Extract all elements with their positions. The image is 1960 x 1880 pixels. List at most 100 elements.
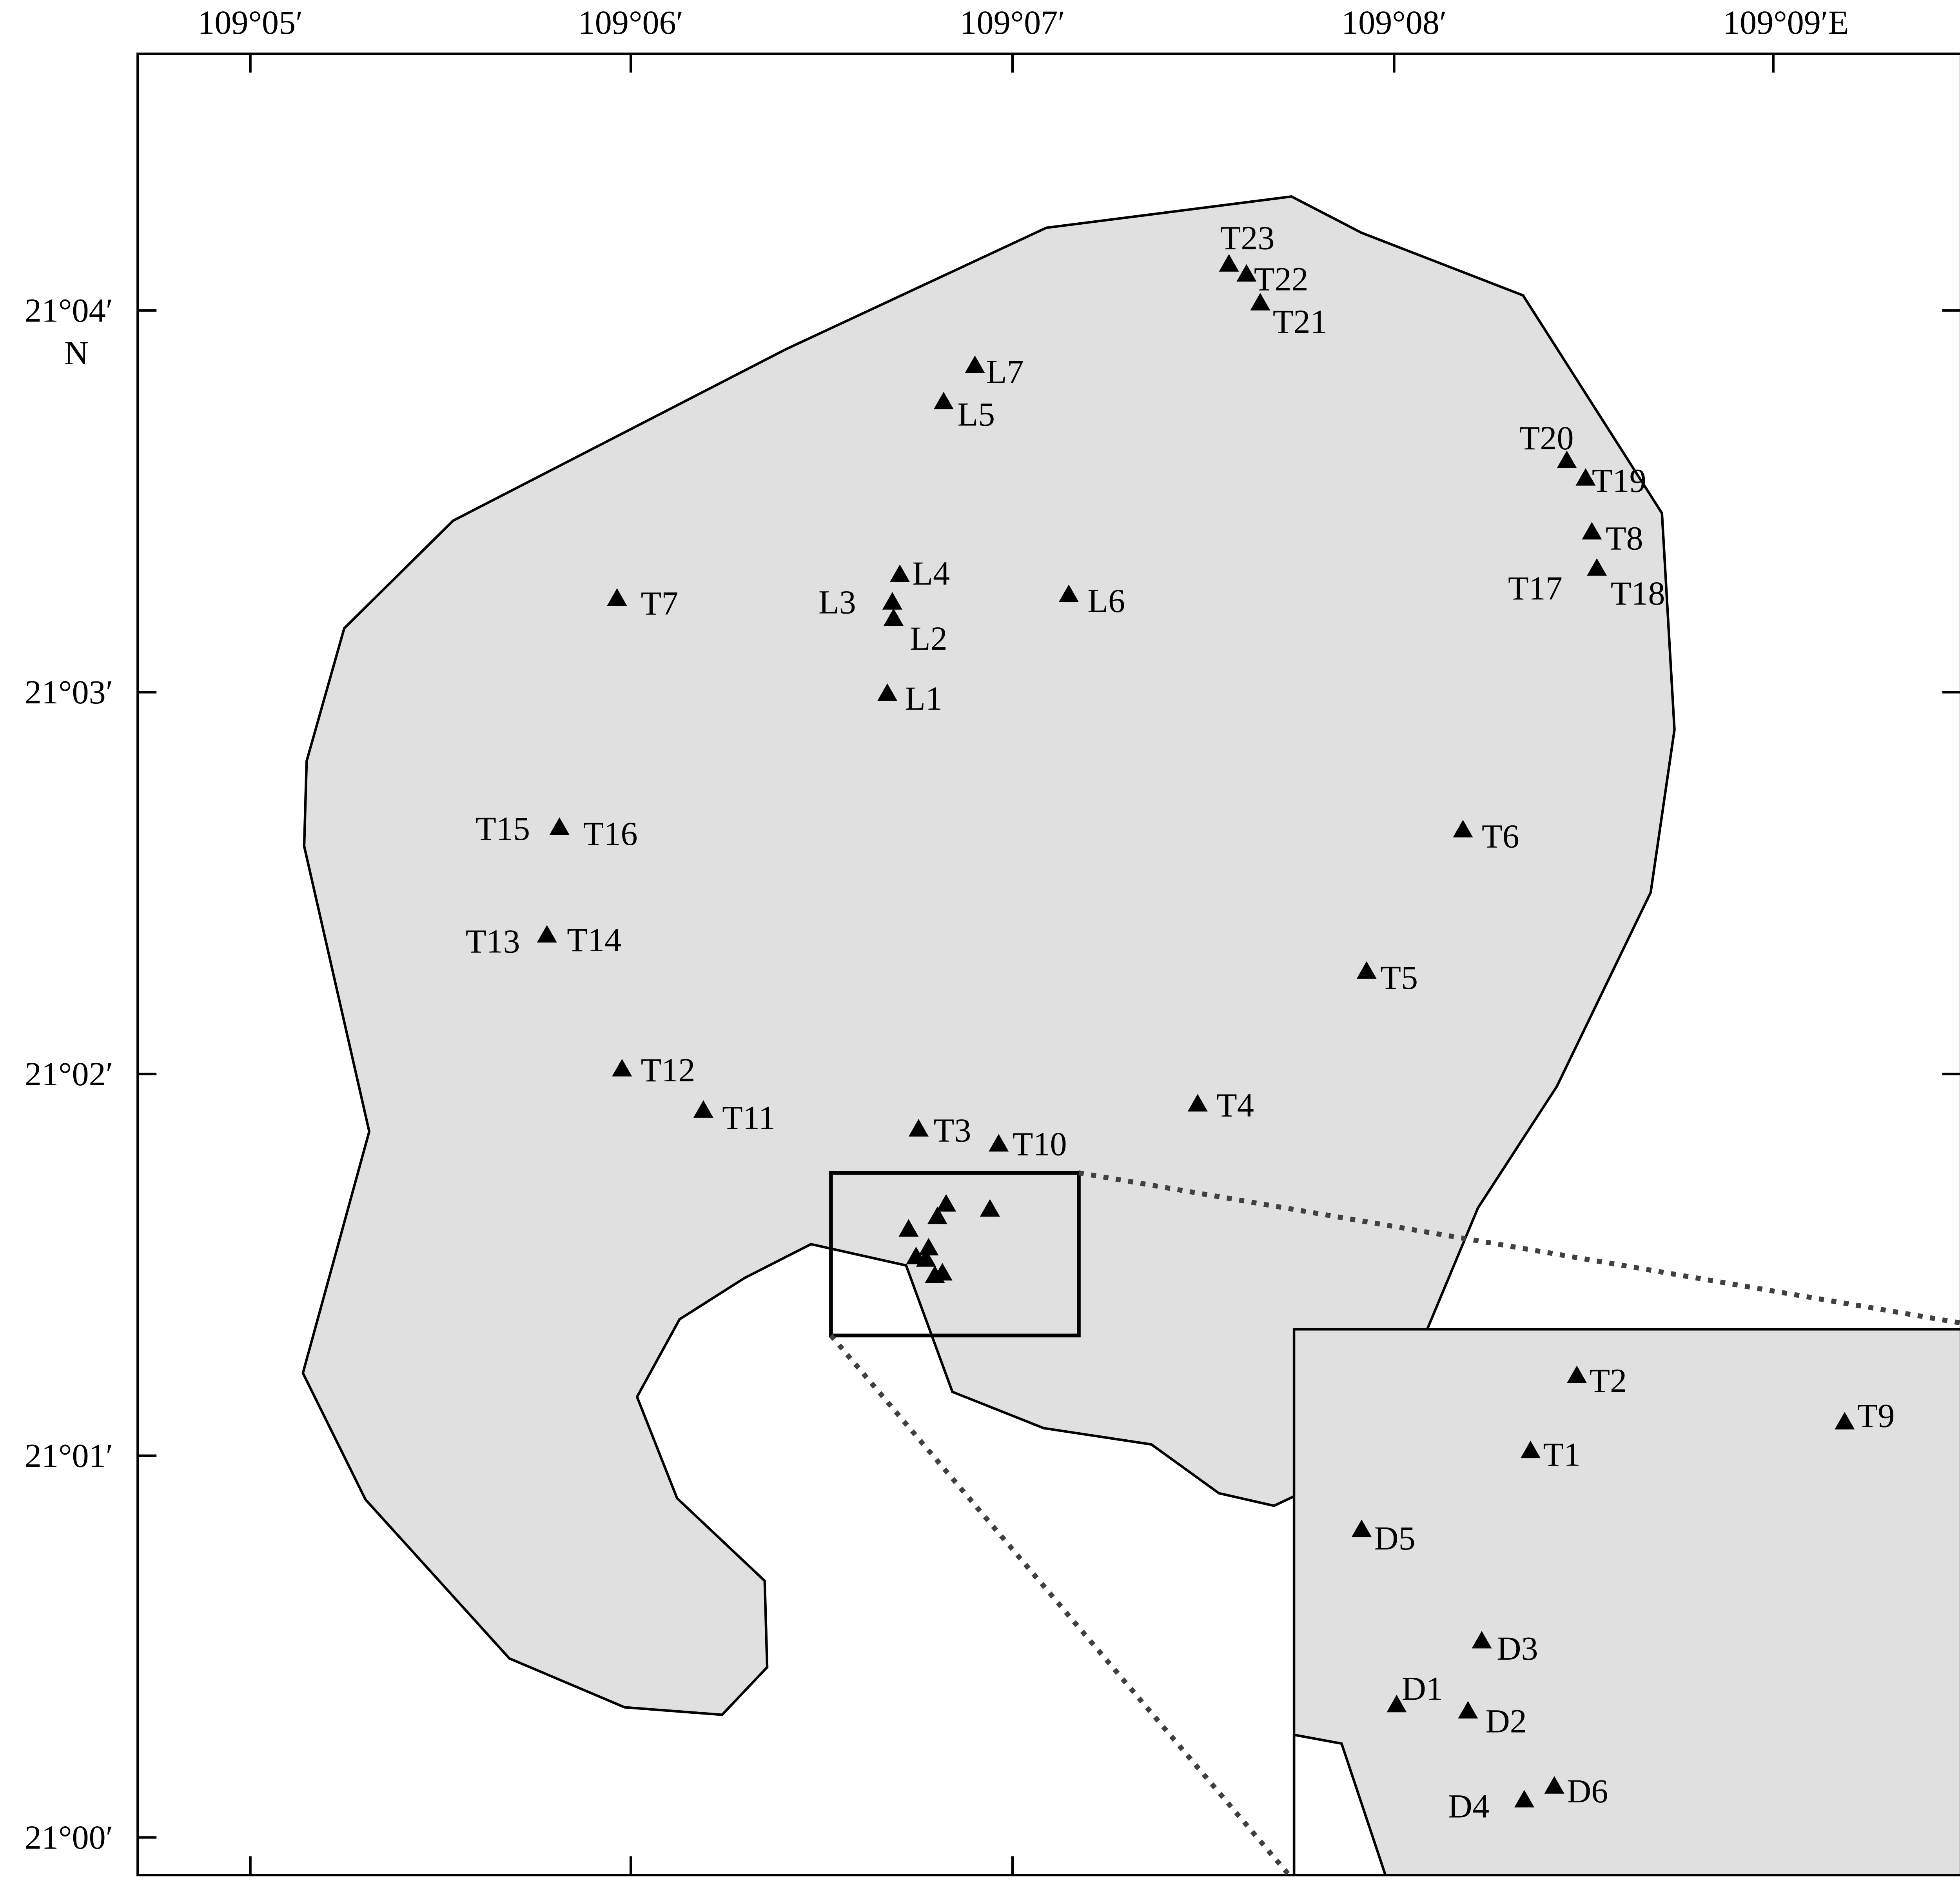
- station-label-t6: T6: [1482, 817, 1519, 855]
- inset-station-labels: T2 T9 T1 D5 D3 D1 D2 D4 D6: [1374, 1362, 1895, 1825]
- cluster-marker-1: [936, 1194, 956, 1212]
- inset-marker-d2: [1458, 1701, 1478, 1719]
- top-ticks: [249, 54, 1775, 73]
- cluster-marker-7: [916, 1249, 936, 1267]
- station-label-l1: L1: [905, 679, 942, 717]
- inset-marker-t2: [1567, 1365, 1587, 1383]
- latitude-labels: 21°04′ N 21°03′ 21°02′ 21°01′ 21°00′: [25, 291, 113, 1856]
- station-label-l4: L4: [912, 554, 950, 592]
- station-marker-t7: [607, 588, 627, 606]
- station-marker-t8: [1582, 522, 1602, 539]
- station-label-t5: T5: [1380, 959, 1418, 996]
- station-label-l3: L3: [818, 583, 856, 621]
- lon-label-0906: 109°06′: [578, 4, 684, 41]
- station-marker-t6: [1453, 820, 1473, 837]
- station-marker-l1: [877, 683, 898, 701]
- lon-label-0905: 109°05′: [198, 4, 303, 41]
- inset-marker-d3: [1472, 1631, 1492, 1649]
- station-label-l5: L5: [957, 395, 995, 433]
- station-label-t22: T22: [1254, 260, 1308, 298]
- station-marker-t3: [908, 1119, 929, 1137]
- station-label-t10: T10: [1013, 1125, 1067, 1163]
- station-label-t19: T19: [1592, 462, 1646, 500]
- station-marker-t13-14: [537, 925, 557, 943]
- zoom-source-box: [829, 1171, 1081, 1338]
- station-label-l6: L6: [1087, 582, 1125, 619]
- inset-label-d2: D2: [1486, 1702, 1527, 1740]
- inset-label-d5: D5: [1374, 1519, 1415, 1557]
- inset-map: T2 T9 T1 D5 D3 D1 D2 D4 D6: [1292, 1328, 1960, 1876]
- station-label-t16: T16: [583, 815, 638, 852]
- station-marker-t22: [1236, 264, 1257, 282]
- inset-frame: [1292, 1328, 1960, 1876]
- station-label-l7: L7: [986, 353, 1024, 391]
- lat-label-2104: 21°04′: [25, 291, 113, 329]
- station-marker-t23: [1219, 254, 1239, 272]
- lat-label-2101: 21°01′: [25, 1437, 113, 1475]
- cluster-marker-4: [898, 1219, 919, 1237]
- leader-line-lower: [829, 1334, 1291, 1877]
- cluster-marker-9: [925, 1265, 945, 1283]
- station-label-t8: T8: [1606, 519, 1643, 557]
- inset-label-t1: T1: [1543, 1435, 1581, 1473]
- station-marker-l2: [883, 608, 904, 626]
- station-label-t18: T18: [1611, 574, 1665, 612]
- station-marker-l4: [889, 564, 910, 582]
- inset-label-d4: D4: [1448, 1787, 1489, 1825]
- lat-label-2102: 21°02′: [25, 1055, 113, 1093]
- station-marker-l7: [965, 355, 985, 373]
- lat-label-2103: 21°03′: [25, 673, 113, 711]
- right-ticks: [1942, 309, 1960, 1075]
- station-marker-l3: [882, 592, 902, 610]
- cluster-marker-2: [927, 1206, 947, 1224]
- lat-unit-n: N: [64, 334, 89, 372]
- lon-label-0909: 109°09′E: [1723, 4, 1849, 41]
- station-marker-t21: [1250, 293, 1270, 311]
- inset-label-t2: T2: [1590, 1362, 1627, 1399]
- inset-marker-d1: [1387, 1695, 1407, 1713]
- station-label-t11: T11: [722, 1099, 775, 1137]
- inset-label-d3: D3: [1497, 1629, 1538, 1667]
- station-label-t14: T14: [567, 921, 621, 959]
- station-marker-t15-16: [549, 817, 570, 835]
- station-label-l2: L2: [910, 619, 947, 657]
- cluster-marker-5: [918, 1238, 939, 1255]
- lon-label-0907: 109°07′: [960, 4, 1065, 41]
- main-station-labels: T23 T22 T21 L7 L5 T20 T19 T8 T17 T18 T7 …: [466, 219, 1665, 1163]
- inset-station-markers: [1351, 1365, 1855, 1807]
- station-marker-l5: [933, 392, 954, 409]
- left-ticks: [138, 309, 157, 1839]
- cluster-marker-3: [980, 1199, 1000, 1217]
- inset-label-d1: D1: [1402, 1669, 1443, 1707]
- station-marker-l6: [1058, 584, 1079, 602]
- station-marker-t11: [693, 1100, 713, 1118]
- station-marker-t20: [1557, 450, 1577, 468]
- station-marker-t17-18: [1587, 558, 1607, 576]
- station-label-t12: T12: [641, 1051, 695, 1089]
- station-marker-t5: [1356, 961, 1377, 979]
- inset-marker-d5: [1351, 1519, 1372, 1537]
- longitude-labels: 109°05′ 109°06′ 109°07′ 109°08′ 109°09′E: [198, 4, 1849, 41]
- station-marker-t4: [1187, 1094, 1208, 1112]
- inset-label-d6: D6: [1567, 1772, 1608, 1810]
- station-label-t17: T17: [1508, 569, 1563, 607]
- lon-label-0908: 109°08′: [1341, 4, 1447, 41]
- station-marker-t10: [989, 1134, 1009, 1152]
- main-station-markers: [537, 254, 1607, 1152]
- map-frame: [136, 53, 1960, 1876]
- inset-marker-d6: [1544, 1776, 1564, 1794]
- station-label-t15: T15: [475, 810, 530, 847]
- station-label-t23: T23: [1220, 219, 1275, 256]
- station-marker-t19: [1575, 468, 1596, 486]
- inset-marker-t1: [1520, 1440, 1541, 1459]
- lat-label-2100: 21°00′: [25, 1818, 113, 1856]
- station-label-t4: T4: [1216, 1086, 1254, 1124]
- inset-label-t9: T9: [1857, 1397, 1895, 1434]
- station-label-t13: T13: [466, 922, 520, 960]
- station-label-t20: T20: [1519, 419, 1574, 457]
- inset-marker-d4: [1514, 1790, 1535, 1807]
- station-label-t7: T7: [641, 584, 679, 622]
- inset-marker-t9: [1835, 1412, 1855, 1430]
- station-label-t21: T21: [1273, 303, 1327, 340]
